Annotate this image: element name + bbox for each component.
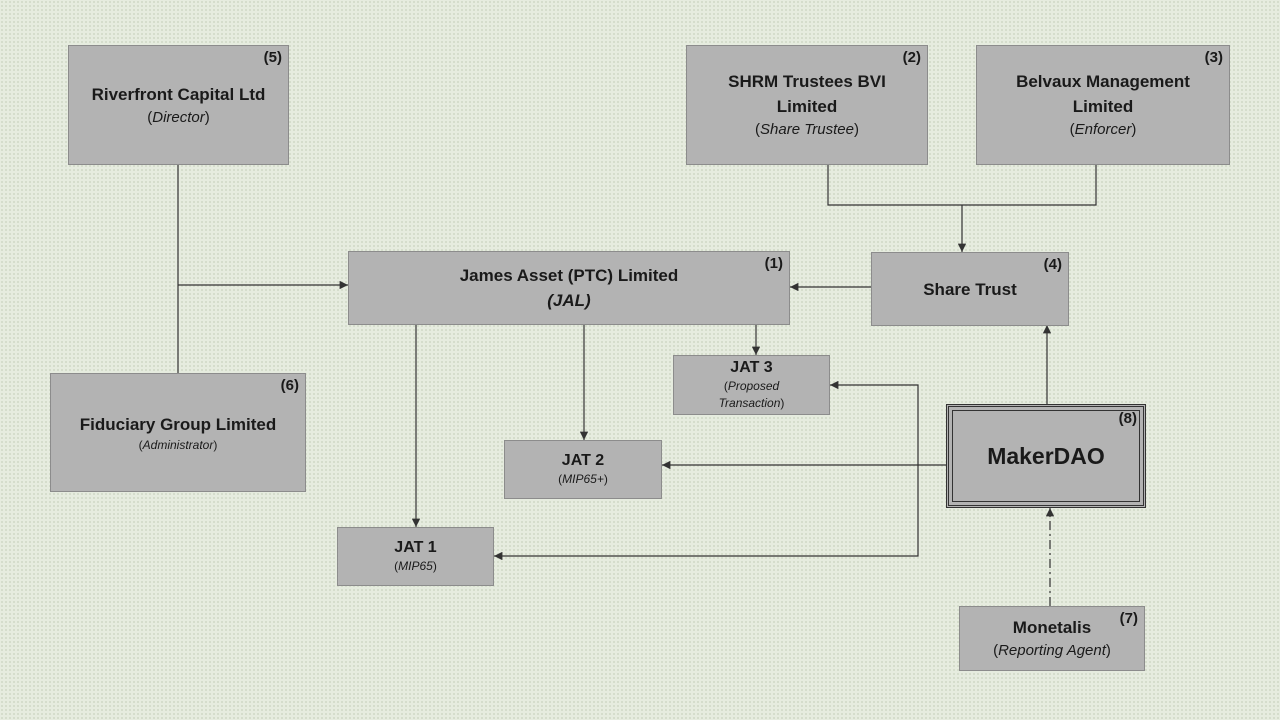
share-trust-number: (4) xyxy=(1043,256,1062,273)
monetalis-role: Reporting Agent xyxy=(998,642,1106,659)
shrm-role-wrap: (Share Trustee) xyxy=(755,121,859,138)
riverfront-role-wrap: (Director) xyxy=(147,108,210,126)
shrm-box: (2) SHRM Trustees BVI Limited (Share Tru… xyxy=(686,45,928,165)
jat1-role: MIP65 xyxy=(398,559,433,573)
arrow-to-jat1 xyxy=(494,465,919,561)
jal-short: (JAL) xyxy=(547,291,591,310)
fiduciary-role: Administrator xyxy=(142,437,214,452)
jat3-role-line1-wrap: (Proposed xyxy=(723,379,780,393)
shrm-name-line2: Limited xyxy=(776,97,838,116)
riverfront-role: Director xyxy=(152,108,205,126)
arrow-to-jat3 xyxy=(830,380,919,465)
jat1-role-wrap: (MIP65) xyxy=(394,559,437,573)
jat2-role: MIP65+ xyxy=(562,472,604,486)
monetalis-number: (7) xyxy=(1119,610,1138,627)
makerdao-name: MakerDAO xyxy=(987,442,1105,469)
belvaux-role-wrap: (Enforcer) xyxy=(1069,121,1137,138)
riverfront-name: Riverfront Capital Ltd xyxy=(91,84,266,104)
belvaux-name-line2: Limited xyxy=(1072,97,1134,116)
monetalis-name: Monetalis xyxy=(1012,618,1092,637)
riverfront-box: (5) Riverfront Capital Ltd (Director) xyxy=(68,45,289,165)
jat1-name: JAT 1 xyxy=(394,539,437,556)
monetalis-role-wrap: (Reporting Agent) xyxy=(993,642,1111,659)
connector-shrm-belvaux xyxy=(827,164,1097,206)
shrm-number: (2) xyxy=(902,49,921,66)
fiduciary-number: (6) xyxy=(280,377,299,394)
jat1-box: JAT 1 (MIP65) xyxy=(337,527,494,586)
jat3-name: JAT 3 xyxy=(730,359,773,376)
jat2-role-wrap: (MIP65+) xyxy=(558,472,608,486)
jat2-name: JAT 2 xyxy=(561,452,605,469)
makerdao-number: (8) xyxy=(1118,410,1137,427)
jat3-role-line2-wrap: Transaction) xyxy=(718,396,785,410)
jat3-box: JAT 3 (Proposed Transaction) xyxy=(673,355,830,415)
belvaux-number: (3) xyxy=(1204,49,1223,66)
riverfront-number: (5) xyxy=(263,49,282,66)
fiduciary-role-wrap: (Administrator) xyxy=(138,437,218,452)
jal-name: James Asset (PTC) Limited xyxy=(459,266,679,285)
jal-box: (1) James Asset (PTC) Limited (JAL) xyxy=(348,251,790,325)
jat2-box: JAT 2 (MIP65+) xyxy=(504,440,662,499)
belvaux-name-line1: Belvaux Management xyxy=(1016,72,1190,91)
fiduciary-box: (6) Fiduciary Group Limited (Administrat… xyxy=(50,373,306,492)
shrm-name-line1: SHRM Trustees BVI xyxy=(728,72,886,91)
share-trust-box: (4) Share Trust xyxy=(871,252,1069,326)
belvaux-box: (3) Belvaux Management Limited (Enforcer… xyxy=(976,45,1230,165)
shrm-role: Share Trustee xyxy=(760,121,854,138)
jat3-role-line1: Proposed xyxy=(727,379,780,393)
monetalis-box: (7) Monetalis (Reporting Agent) xyxy=(959,606,1145,671)
jal-number: (1) xyxy=(764,255,783,272)
makerdao-box: (8) MakerDAO xyxy=(946,404,1146,508)
jat3-role-line2: Transaction xyxy=(718,396,781,410)
fiduciary-name: Fiduciary Group Limited xyxy=(79,414,277,434)
share-trust-name: Share Trust xyxy=(923,279,1017,299)
belvaux-role: Enforcer xyxy=(1074,121,1132,138)
